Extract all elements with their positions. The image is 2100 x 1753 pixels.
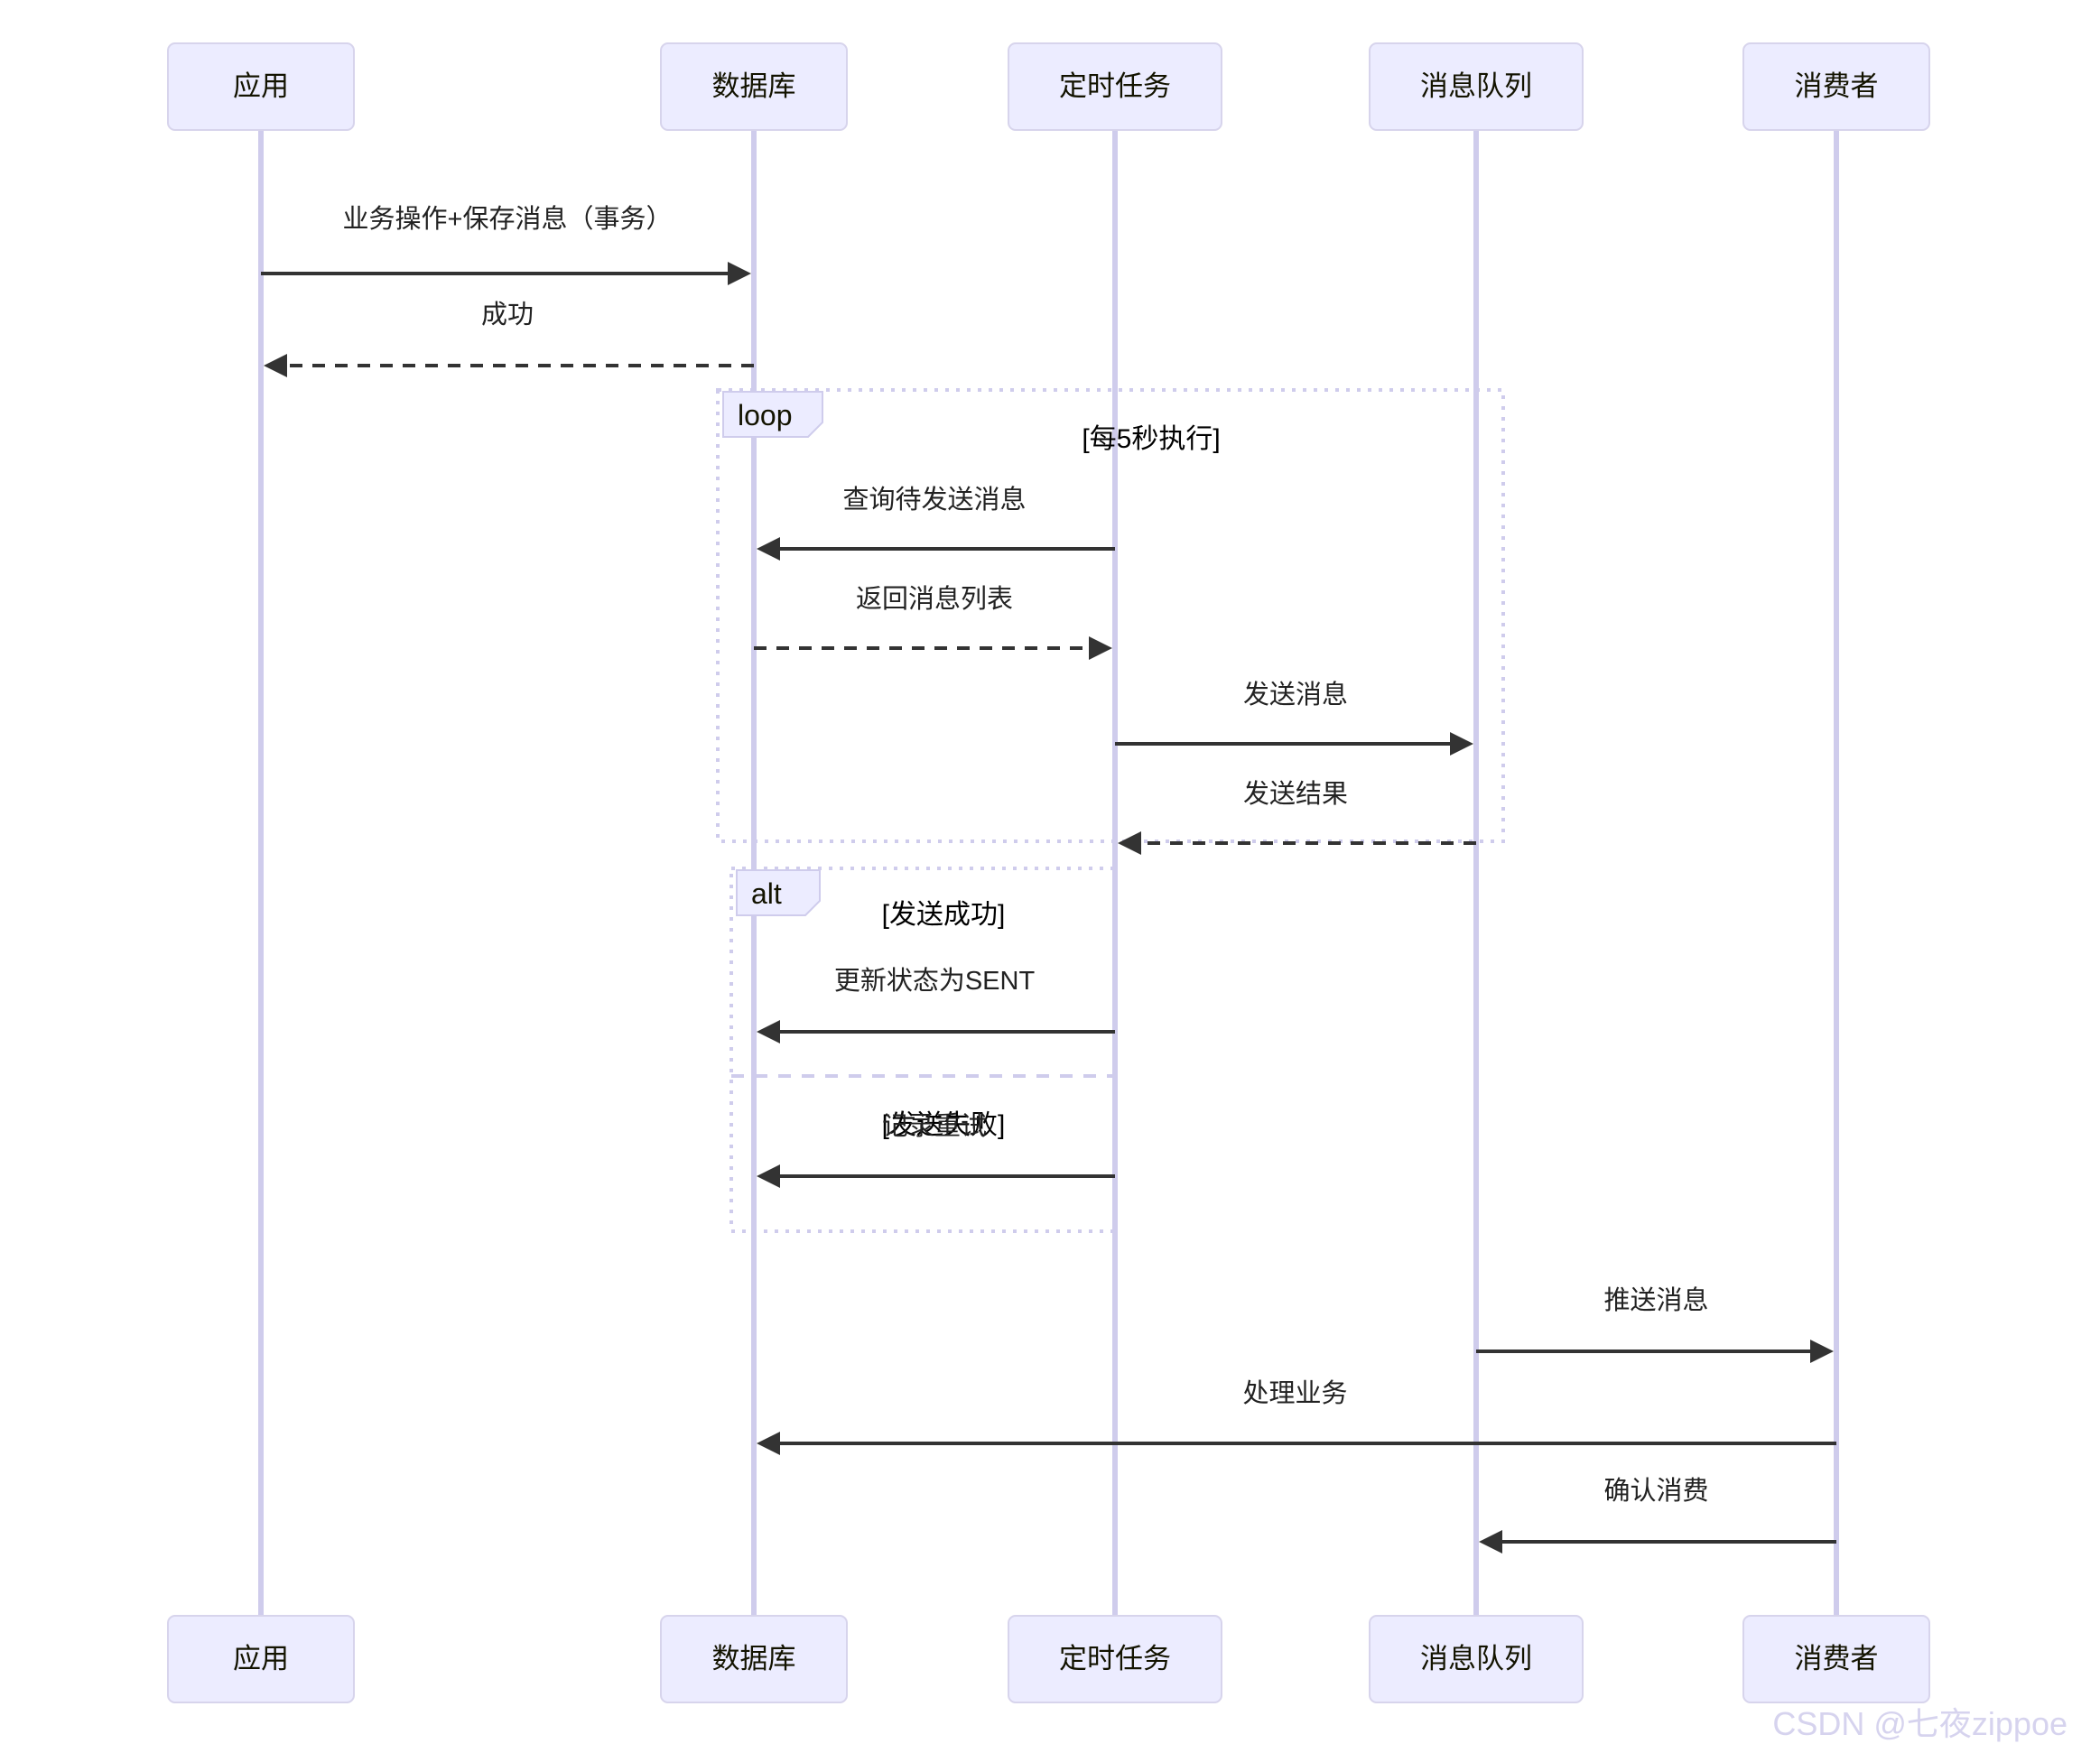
arrow-head: [1810, 1340, 1834, 1363]
participant-box[interactable]: [660, 1615, 848, 1703]
message-label: 返回消息列表: [856, 584, 1013, 614]
participant-box[interactable]: [1369, 1615, 1584, 1703]
participant-box[interactable]: [660, 42, 848, 131]
frame-loop: loop [每5秒执行]: [716, 388, 1505, 843]
message-m4: 返回消息列表: [754, 584, 1112, 660]
participant-mq-top[interactable]: 消息队列: [1369, 42, 1584, 131]
lifelines-group: [258, 130, 1839, 1623]
arrow-head: [728, 262, 751, 285]
message-m8: 记录重试: [757, 1111, 1115, 1188]
message-label: 记录重试: [882, 1111, 987, 1141]
participant-label: 定时任务: [1059, 1643, 1171, 1674]
participant-box[interactable]: [1742, 42, 1930, 131]
message-m5: 发送消息: [1115, 680, 1473, 756]
participant-db-top[interactable]: 数据库: [660, 42, 848, 131]
frame-tab-label: loop: [738, 399, 793, 431]
arrow-head: [757, 537, 780, 561]
participant-mq-bottom[interactable]: 消息队列: [1369, 1615, 1584, 1703]
participant-box[interactable]: [167, 1615, 355, 1703]
message-label: 成功: [481, 300, 534, 329]
participant-box[interactable]: [1369, 42, 1584, 131]
participant-label: 数据库: [712, 1643, 796, 1674]
participant-label: 应用: [233, 1643, 289, 1674]
message-label: 发送消息: [1243, 680, 1348, 710]
arrow-head: [757, 1164, 780, 1188]
frame-tab-shape: [722, 391, 823, 438]
frame-tab-shape: [736, 869, 821, 916]
message-m9: 推送消息: [1476, 1285, 1834, 1363]
participant-label: 消息队列: [1420, 1643, 1532, 1674]
arrow-head: [1450, 732, 1473, 756]
participant-db-bottom[interactable]: 数据库: [660, 1615, 848, 1703]
message-m10: 处理业务: [757, 1378, 1836, 1455]
message-label: 推送消息: [1603, 1285, 1708, 1315]
frames-group: loop [每5秒执行] alt [发送成功] [发送失败]: [716, 388, 1505, 1233]
participant-consumer-top[interactable]: 消费者: [1742, 42, 1930, 131]
arrow-head: [264, 354, 287, 377]
message-m3: 查询待发送消息: [757, 485, 1115, 561]
participant-box[interactable]: [167, 42, 355, 131]
message-label: 更新状态为SENT: [834, 966, 1036, 996]
message-label: 确认消费: [1603, 1476, 1708, 1506]
message-m2: 成功: [264, 300, 754, 377]
participant-label: 定时任务: [1059, 70, 1171, 102]
participant-label: 消费者: [1795, 70, 1879, 102]
arrow-head: [1118, 831, 1141, 855]
participant-label: 消费者: [1795, 1643, 1879, 1674]
message-m1: 业务操作+保存消息（事务）: [261, 204, 751, 285]
participant-box[interactable]: [1742, 1615, 1930, 1703]
frame-condition-label: [发送成功]: [882, 900, 1006, 930]
arrow-head: [1089, 636, 1112, 660]
actors-bottom-group: 应用 数据库 定时任务 消息队列 消费者: [167, 1615, 1930, 1703]
message-label: 处理业务: [1242, 1378, 1347, 1408]
frame-condition-label: [每5秒执行]: [1082, 424, 1220, 454]
arrow-head: [757, 1432, 780, 1455]
arrow-head: [757, 1020, 780, 1043]
participant-job-top[interactable]: 定时任务: [1008, 42, 1222, 131]
csdn-watermark: CSDN @七夜zippoe: [1772, 1705, 2067, 1742]
actors-top-group: 应用 数据库 定时任务 消息队列 消费者: [167, 42, 1930, 131]
participant-label: 应用: [233, 70, 289, 102]
message-m11: 确认消费: [1479, 1476, 1836, 1554]
participant-app-top[interactable]: 应用: [167, 42, 355, 131]
frame-alt-condition-label: [发送失败]: [882, 1110, 1006, 1140]
participant-app-bottom[interactable]: 应用: [167, 1615, 355, 1703]
message-m7: 更新状态为SENT: [757, 966, 1115, 1043]
participant-job-bottom[interactable]: 定时任务: [1008, 1615, 1222, 1703]
participant-box[interactable]: [1008, 1615, 1222, 1703]
participant-box[interactable]: [1008, 42, 1222, 131]
message-label: 查询待发送消息: [842, 485, 1026, 515]
participant-label: 数据库: [712, 70, 796, 102]
frame-border: [716, 388, 1505, 843]
participant-label: 消息队列: [1420, 70, 1532, 102]
message-label: 发送结果: [1243, 779, 1348, 809]
messages-group: 业务操作+保存消息（事务） 成功查询待发送消息返回消息列表发送消息发送结果更新状态…: [261, 204, 1836, 1554]
frame-tab-label: alt: [751, 877, 782, 910]
arrow-head: [1479, 1530, 1502, 1554]
message-label: 业务操作+保存消息（事务）: [343, 204, 673, 234]
participant-consumer-bottom[interactable]: 消费者: [1742, 1615, 1930, 1703]
message-m6: 发送结果: [1118, 779, 1476, 855]
frame-alt: alt [发送成功] [发送失败]: [729, 867, 1117, 1233]
frame-border: [729, 867, 1117, 1233]
